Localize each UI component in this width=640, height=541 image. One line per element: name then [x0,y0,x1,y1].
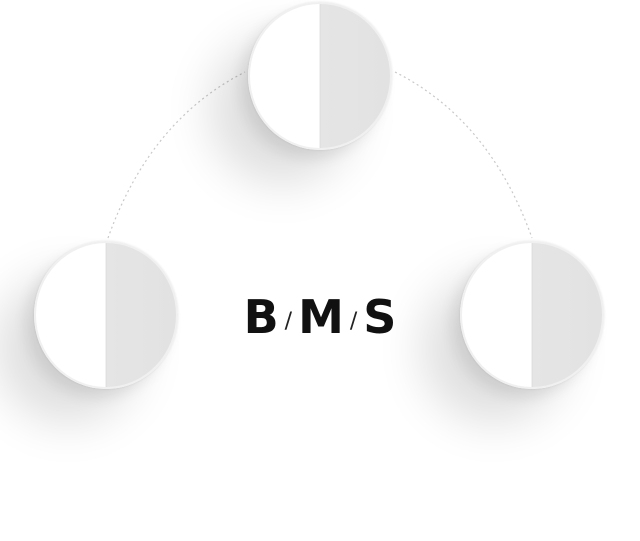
title-letter-m: M [298,290,344,344]
circle-node-left [34,241,178,389]
arc-left-segment [107,71,246,239]
circle-node-top [248,2,392,150]
title-separator-1: / [284,308,293,334]
circle-node-right [460,241,604,389]
title-letter-b: B [243,290,279,344]
arc-right-segment [394,71,533,239]
title-separator-2: / [349,308,358,334]
center-title: B / M / S [200,282,440,352]
title-letter-s: S [363,290,397,344]
